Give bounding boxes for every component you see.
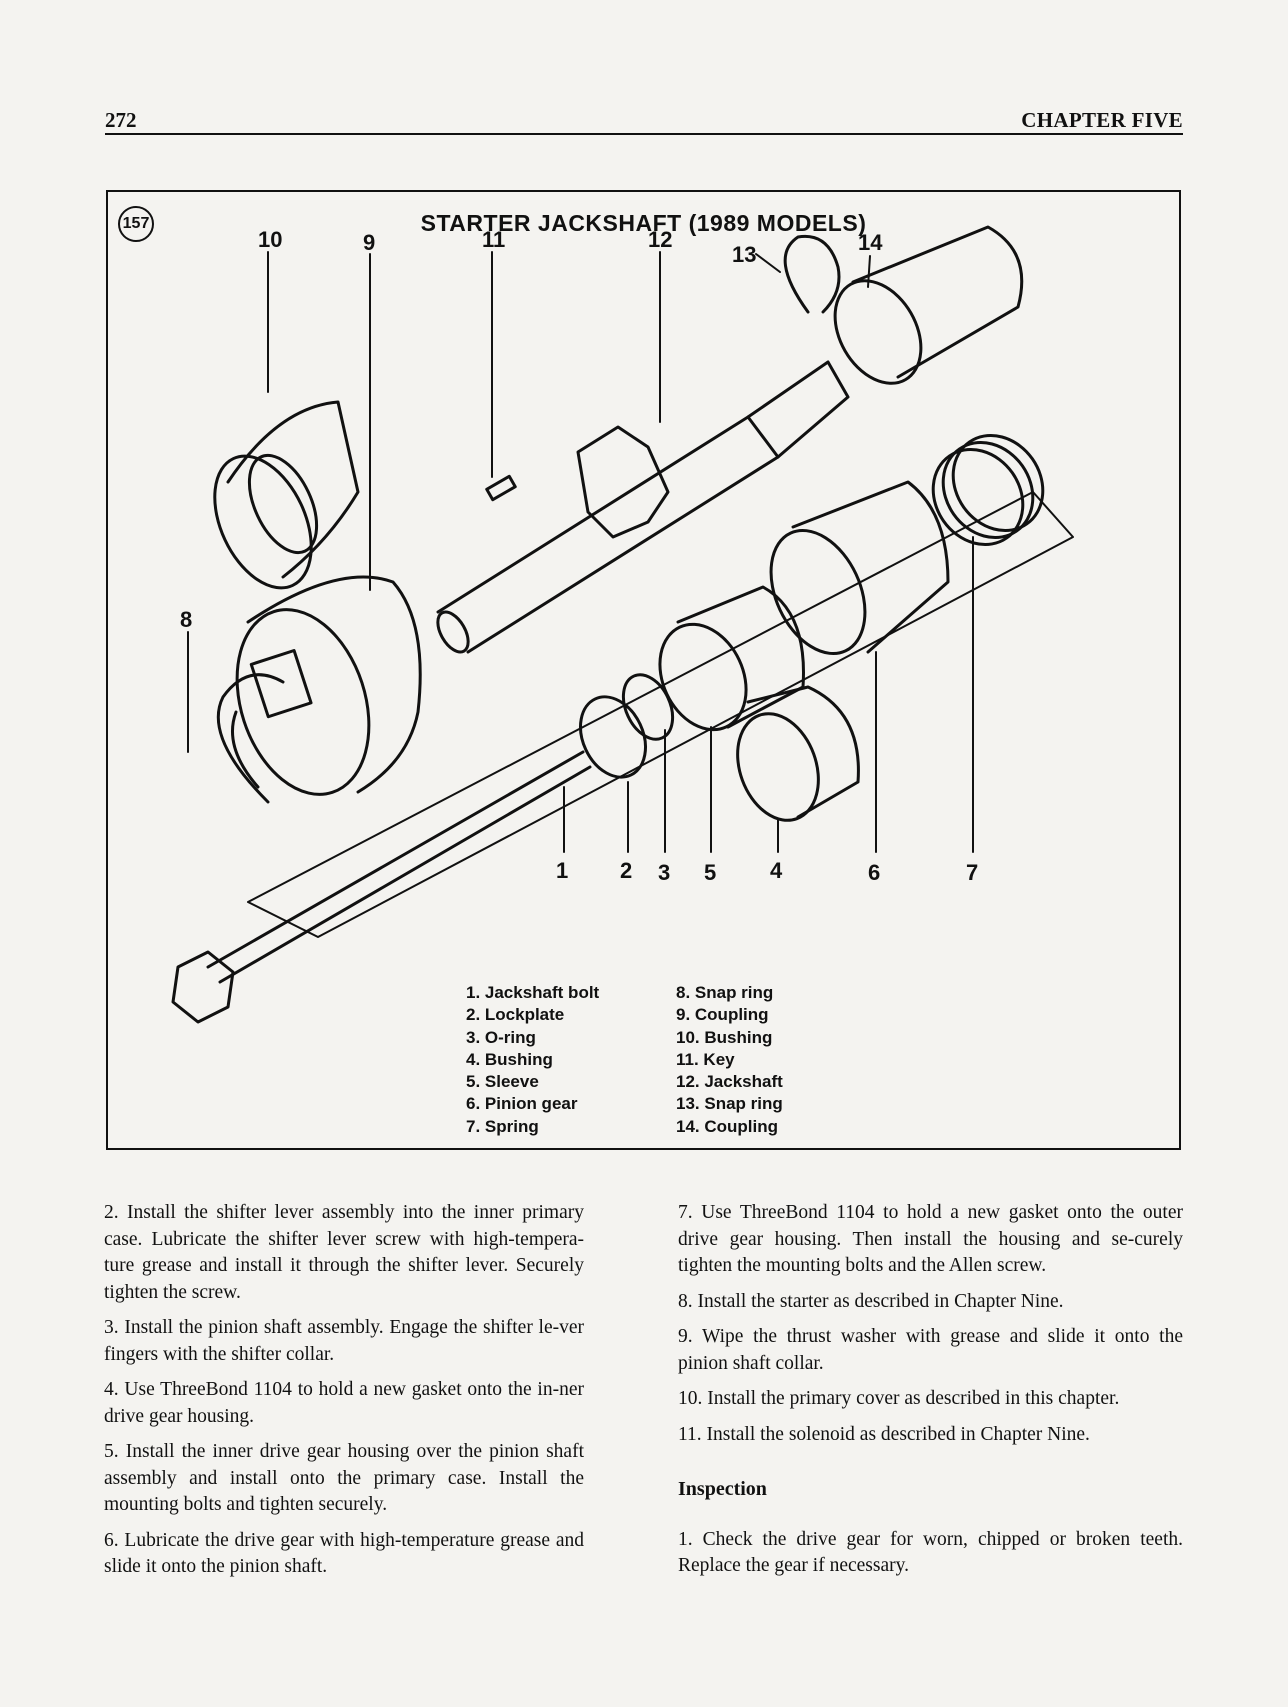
legend-item: 1. Jackshaft bolt [466,983,600,1002]
page-header: 272 CHAPTER FIVE [105,108,1183,136]
chapter-title: CHAPTER FIVE [1021,108,1183,132]
callout-14: 14 [858,230,883,255]
legend-item: 9. Coupling [676,1005,769,1025]
callout-9: 9 [363,230,375,255]
jackshaft-bolt-1-part [171,750,592,1024]
assembly-outline [247,491,1074,938]
lockplate-2-part [579,695,647,779]
paragraph: 5. Install the inner drive gear housing … [104,1441,584,1515]
bushing-10-part [213,400,360,590]
paragraph: 2. Install the shifter lever assembly in… [104,1202,584,1303]
coupling-9-part [235,575,422,796]
callout-6: 6 [868,860,880,885]
callout-5: 5 [704,860,716,885]
paragraph: 11. Install the solenoid as described in… [678,1423,1090,1445]
legend-item: 11. Key [676,1049,735,1069]
callout-3: 3 [658,860,670,885]
paragraph: 4. Use ThreeBond 1104 to hold a new gask… [104,1379,584,1427]
legend-right: 8. Snap ring 9. Coupling 10. Bushing 11.… [676,982,783,1138]
right-column: 7. Use ThreeBond 1104 to hold a new gask… [678,1200,1183,1589]
paragraph: 7. Use ThreeBond 1104 to hold a new gask… [678,1202,1183,1276]
callout-2: 2 [620,858,632,883]
legend-item: 2. Lockplate [466,1005,565,1025]
callout-13: 13 [732,242,756,267]
figure-box: 157 STARTER JACKSHAFT (1989 MODELS) [106,190,1181,1150]
coupling-14-part [833,225,1024,385]
paragraph: 1. Check the drive gear for worn, chippe… [678,1528,1183,1577]
paragraph: 8. Install the starter as described in C… [678,1290,1064,1312]
legend-item: 3. O-ring [466,1027,536,1047]
callout-8: 8 [180,607,192,632]
jackshaft-12-part [436,360,850,654]
page-number: 272 [105,108,137,132]
leader-lines [187,251,974,853]
legend-item: 4. Bushing [466,1049,553,1069]
figure-number-badge: 157 [118,206,154,242]
legend-left: 1. Jackshaft bolt 2. Lockplate 3. O-ring… [466,982,599,1138]
pinion-gear-6-part [769,480,950,656]
legend-item: 13. Snap ring [676,1094,783,1114]
key-11-part [485,474,517,502]
o-ring-3-part [621,673,675,741]
paragraph: 9. Wipe the thrust washer with grease an… [678,1326,1183,1374]
exploded-diagram: 10 9 11 12 13 14 8 1 2 3 5 4 6 7 [171,225,1074,1024]
snap-ring-8-part [216,673,285,804]
callout-10: 10 [258,227,282,252]
figure-title: STARTER JACKSHAFT (1989 MODELS) [420,210,867,236]
callout-12: 12 [648,227,672,252]
paragraph: 6. Lubricate the drive gear with high-te… [104,1529,584,1578]
paragraph: 3. Install the pinion shaft assembly. En… [104,1317,584,1365]
legend-item: 14. Coupling [676,1116,778,1136]
legend-item: 6. Pinion gear [466,1094,578,1114]
paragraph: 10. Install the primary cover as describ… [678,1388,1120,1409]
snap-ring-13-part [783,234,841,314]
legend-item: 12. Jackshaft [676,1072,783,1092]
legend-item: 8. Snap ring [676,983,774,1002]
legend-item: 10. Bushing [676,1027,773,1047]
callout-1: 1 [556,858,568,883]
callout-7: 7 [966,860,978,885]
legend-item: 7. Spring [466,1116,539,1136]
callout-4: 4 [770,858,783,883]
bushing-4-part [736,685,860,822]
legend-item: 5. Sleeve [466,1072,539,1092]
header-rule [105,133,1183,135]
callout-11: 11 [482,227,505,252]
spring-7-part [931,433,1045,547]
section-heading: Inspection [678,1478,767,1500]
left-column: 2. Install the shifter lever assembly in… [104,1200,584,1590]
